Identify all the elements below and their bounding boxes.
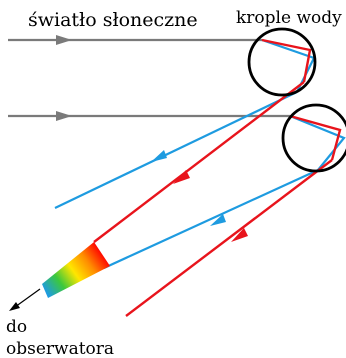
water-droplet-bottom: [281, 103, 346, 173]
observer-arrow-icon: [9, 302, 20, 311]
rainbow-spectrum: [42, 242, 110, 298]
observer-label-line2: obserwatora: [6, 339, 114, 358]
observer-arrow-line: [14, 288, 41, 308]
red-ray-top-exit: [93, 81, 305, 243]
red-ray-bottom-inside: [289, 114, 342, 161]
blue-ray-bottom-arrow-icon: [210, 214, 226, 226]
blue-ray-bottom-exit: [103, 168, 319, 270]
blue-ray-top-arrow-icon: [151, 150, 167, 162]
sunlight-ray-top-arrow-icon: [56, 35, 72, 45]
observer-label-line1: do: [6, 317, 27, 337]
blue-ray-top-exit: [54, 91, 298, 209]
red-ray-bottom-exit: [125, 159, 333, 317]
red-ray-top-inside: [261, 38, 312, 83]
sunlight-label: światło słoneczne: [28, 9, 198, 31]
blue-rays: [54, 38, 346, 270]
water-droplet-top: [247, 27, 317, 97]
droplets-label: krople wody: [236, 8, 342, 28]
sunlight-ray-bottom-arrow-icon: [56, 111, 72, 121]
red-ray-bottom-arrow-icon: [231, 228, 248, 242]
blue-ray-bottom-inside: [289, 114, 346, 171]
red-rays: [93, 38, 342, 317]
red-ray-top-arrow-icon: [173, 170, 190, 184]
sunlight-rays: [8, 35, 290, 121]
